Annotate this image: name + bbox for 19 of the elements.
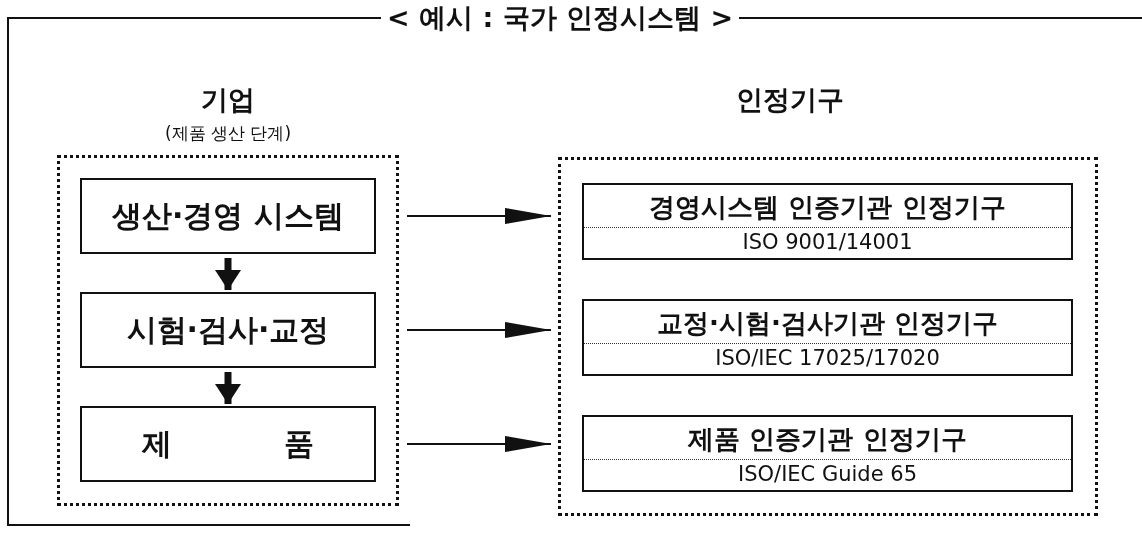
certification-box [582, 415, 1073, 492]
process-box: 생산·경영 시스템 [80, 178, 376, 254]
process-box: 시험·검사·교정 [80, 292, 376, 368]
arrow [406, 322, 552, 338]
process-box: 제 품 [80, 406, 376, 482]
group-subheading: (제품 생산 단계) [163, 122, 293, 145]
box-title: 제품 인증기관 인정기구 [584, 421, 1071, 460]
diagram-title: < 예시 : 국가 인정시스템 > [386, 1, 735, 35]
box-title: 교정·시험·검사기관 인정기구 [584, 305, 1071, 344]
standard-code: ISO/IEC Guide 65 [737, 460, 918, 486]
standard-code: ISO/IEC 17025/17020 [714, 344, 941, 370]
arrow [406, 208, 552, 224]
group-heading: 기업 [200, 83, 256, 117]
certification-box [582, 183, 1073, 260]
certification-box [582, 299, 1073, 376]
box-title: 경영시스템 인증기관 인정기구 [584, 189, 1071, 228]
group-heading: 인정기구 [735, 83, 845, 117]
arrow [406, 436, 552, 452]
standard-code: ISO 9001/14001 [741, 228, 914, 254]
